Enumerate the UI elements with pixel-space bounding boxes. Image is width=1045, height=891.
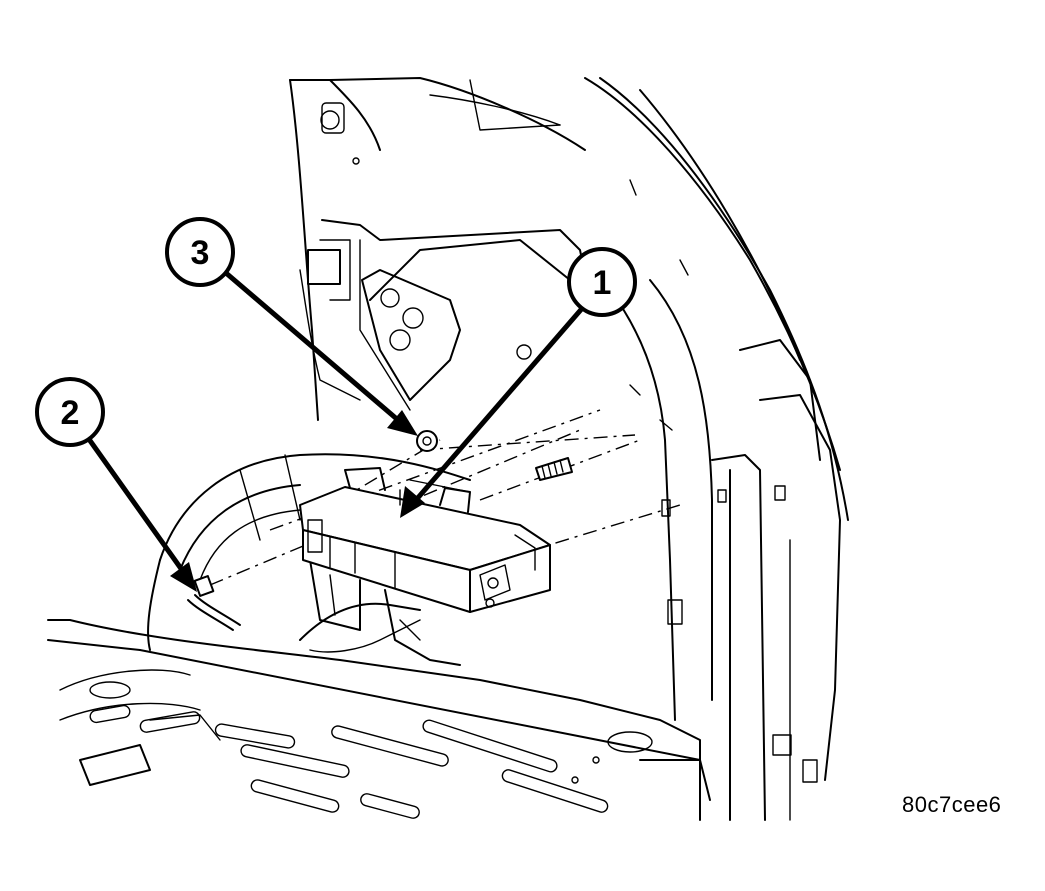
callout-2-number: 2 [61,394,80,432]
harness-part [187,575,241,631]
floor-ribs [89,704,609,819]
leader-2 [83,433,185,572]
quarter-panel-structure [289,77,849,821]
figure-id-code: 80c7cee6 [902,792,1002,817]
mounting-stud [535,457,573,481]
callout-3-number: 3 [191,234,210,272]
arrowhead-3 [387,410,418,436]
leader-3 [224,271,400,422]
callout-1: 1 [567,247,637,317]
nut-part [416,430,438,452]
arrowhead-1 [400,486,425,518]
arrowhead-2 [170,562,197,592]
callout-2: 2 [35,377,105,447]
wheelhouse [147,453,471,653]
cargo-floor [47,619,711,821]
module-unit [299,467,551,613]
callout-1-number: 1 [593,264,612,302]
leader-arrows [83,271,587,592]
leader-1 [414,303,587,502]
callout-3: 3 [165,217,235,287]
mounting-bracket [309,559,461,666]
